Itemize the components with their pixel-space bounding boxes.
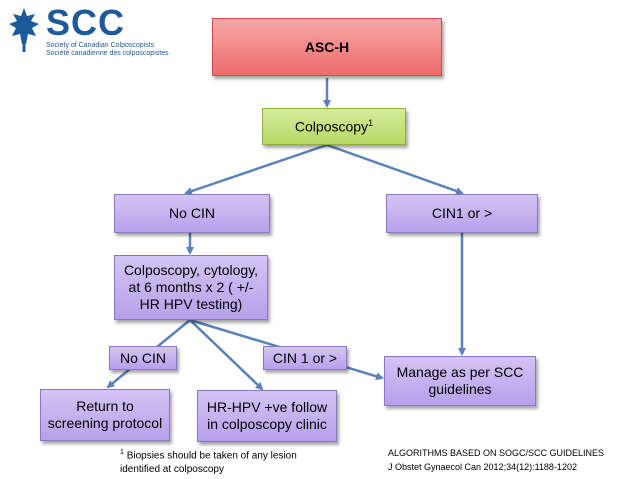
footnote-text-1: Biopsies should be taken of any lesion	[126, 450, 297, 462]
scc-logo-icon	[9, 8, 39, 52]
reference-line-2: J Obstet Gynaecol Can 2012;34(12):1188-1…	[388, 462, 577, 472]
footnote-text-2: identified at colposcopy	[120, 464, 224, 476]
no-cin-low-box: No CIN	[109, 346, 177, 370]
references: ALGORITHMS BASED ON SOGC/SCC GUIDELINES …	[388, 446, 604, 474]
footnote-marker: 1	[120, 449, 124, 456]
footnote: 1 Biopsies should be taken of any lesion…	[120, 446, 297, 477]
hrhpv-box: HR-HPV +ve follow in colposcopy clinic	[197, 390, 337, 442]
reference-line-1: ALGORITHMS BASED ON SOGC/SCC GUIDELINES	[388, 448, 605, 458]
hrhpv-label: HR-HPV +ve follow in colposcopy clinic	[206, 399, 328, 432]
cin1-low-box: CIN 1 or >	[263, 346, 347, 370]
logo-subtitle-fr: Société canadienne des colposcopistes	[46, 50, 169, 57]
asch-label: ASC-H	[304, 38, 350, 55]
scc-logo: SCC Society of Canadian Colposcopists So…	[6, 2, 169, 62]
arrow-colposcopy-to-no-cin	[184, 143, 328, 195]
no-cin-box: No CIN	[114, 194, 270, 233]
followup-label: Colposcopy, cytology, at 6 months x 2 ( …	[123, 262, 259, 312]
cin1-label: CIN1 or >	[431, 205, 493, 222]
arrow-followup-to-hrhpv	[189, 319, 264, 391]
cin1-low-label: CIN 1 or >	[272, 349, 338, 366]
logo-name: SCC	[46, 2, 126, 43]
colposcopy-box: Colposcopy1	[262, 108, 406, 145]
colposcopy-label: Colposcopy1	[294, 117, 374, 135]
return-label: Return to screening protocol	[47, 398, 163, 431]
cin1-box: CIN1 or >	[386, 194, 538, 233]
no-cin-label: No CIN	[169, 205, 215, 222]
return-box: Return to screening protocol	[40, 389, 170, 441]
followup-box: Colposcopy, cytology, at 6 months x 2 ( …	[114, 255, 268, 320]
no-cin-low-label: No CIN	[120, 349, 166, 366]
manage-label: Manage as per SCC guidelines	[396, 364, 524, 397]
footnote-line-1: 1 Biopsies should be taken of any lesion	[120, 446, 297, 463]
arrow-colposcopy-to-cin1	[326, 143, 464, 195]
asch-box: ASC-H	[212, 18, 442, 76]
manage-box: Manage as per SCC guidelines	[384, 356, 536, 406]
logo-subtitle-en: Society of Canadian Colposcopists	[46, 42, 155, 49]
colposcopy-footnote-marker: 1	[368, 117, 374, 128]
